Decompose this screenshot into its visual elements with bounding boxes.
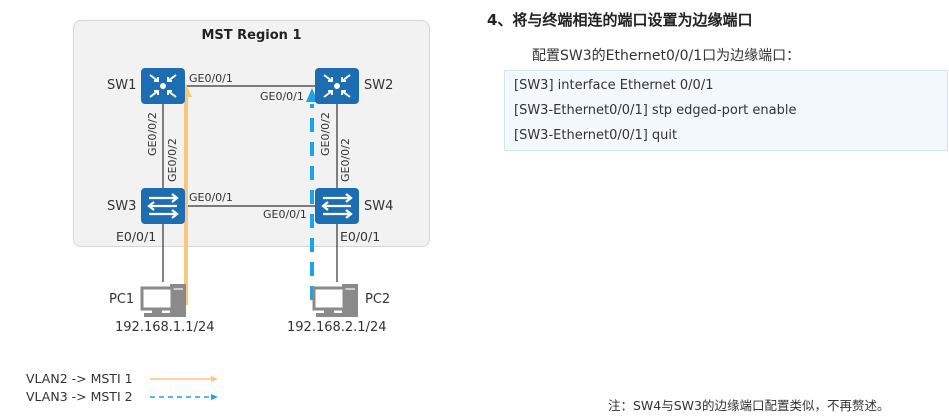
step-subtitle: 配置SW3的Ethernet0/0/1口为边缘端口： [532,48,801,64]
network-topology-diagram: MST Region 1 [0,0,470,416]
port-label: GE0/0/2 [339,138,352,182]
command-line: [SW3] interface Ethernet 0/0/1 [514,78,714,93]
sw1-device[interactable] [141,68,185,104]
sw4-device[interactable] [315,188,359,224]
pc1-icon[interactable] [140,282,190,320]
sw1-label: SW1 [107,78,137,93]
sw3-device[interactable] [141,188,185,224]
sw3-label: SW3 [107,199,137,214]
pc1-ip: 192.168.1.1/24 [115,320,215,335]
sw4-label: SW4 [364,199,394,214]
port-label: GE0/0/1 [189,72,233,85]
port-label: GE0/0/1 [263,208,307,221]
footnote: 注：SW4与SW3的边缘端口配置类似，不再赘述。 [608,398,890,413]
region-title: MST Region 1 [201,28,302,43]
command-box: [SW3] interface Ethernet 0/0/1 [SW3-Ethe… [504,70,948,151]
core-switch-icon [323,74,351,98]
port-label: GE0/0/2 [146,112,159,156]
topology-links [150,84,338,400]
step-title: 4、将与终端相连的端口设置为边缘端口 [487,11,753,29]
pc2-label: PC2 [365,292,391,307]
switch-icon [147,193,179,219]
port-label: E0/0/1 [340,229,381,244]
port-label: E0/0/1 [116,229,157,244]
switch-icon [321,193,353,219]
legend-msti2-label: VLAN3 -> MSTI 2 [26,389,133,404]
legend-msti1-arrowhead [211,376,218,382]
core-switch-icon [149,74,177,98]
port-label: GE0/0/1 [189,191,233,204]
pc2-ip: 192.168.2.1/24 [287,320,387,335]
command-line: [SW3-Ethernet0/0/1] stp edged-port enabl… [514,103,797,118]
legend-msti1-label: VLAN2 -> MSTI 1 [26,371,133,386]
pc1-label: PC1 [109,292,135,307]
port-label: GE0/0/2 [319,112,332,156]
sw2-device[interactable] [315,68,359,104]
pc2-icon[interactable] [312,282,362,320]
mst-region-box [73,20,430,247]
port-label: GE0/0/2 [166,138,179,182]
command-line: [SW3-Ethernet0/0/1] quit [514,128,678,143]
port-label: GE0/0/1 [260,90,304,103]
legend-msti2-arrowhead [211,394,218,400]
sw2-label: SW2 [364,78,394,93]
